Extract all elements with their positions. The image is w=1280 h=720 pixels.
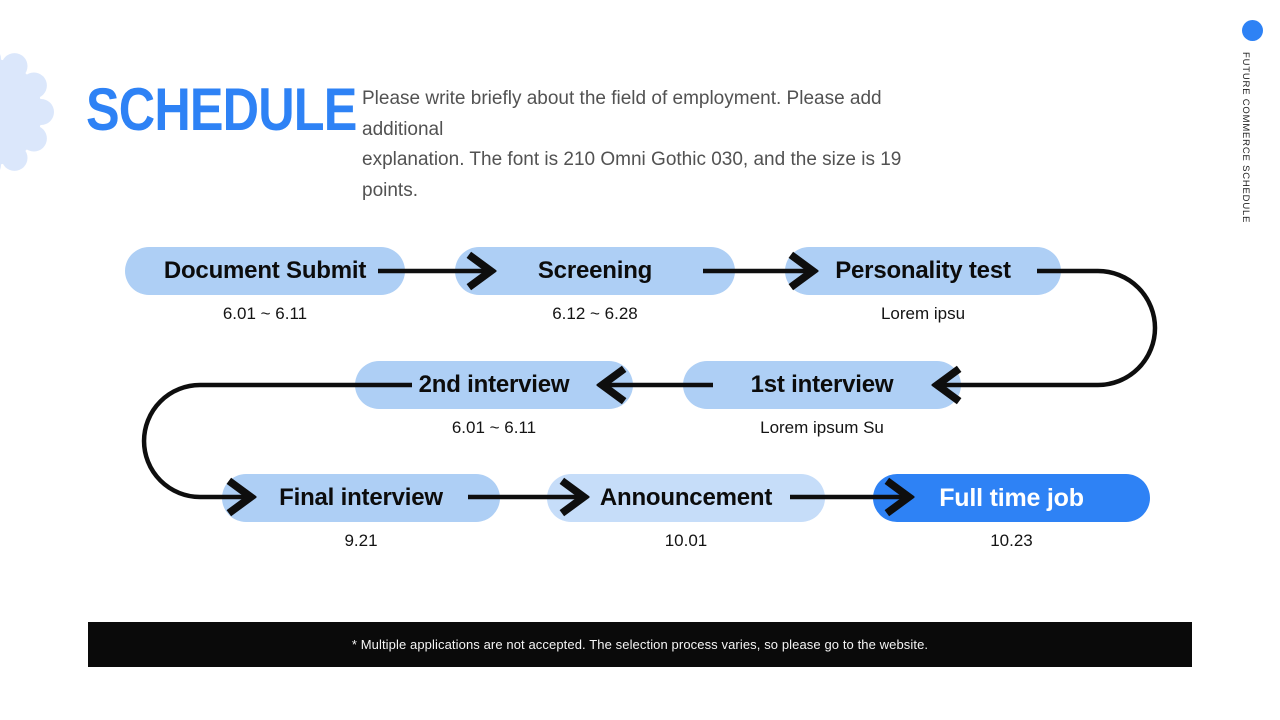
flow-step-date: 9.21 — [344, 531, 378, 550]
page-title: SCHEDULE — [86, 76, 357, 143]
flow-step-label: 1st interview — [750, 371, 894, 398]
flow-step-label: Screening — [537, 257, 653, 284]
flow-step-date: 6.01 ~ 6.11 — [451, 418, 537, 437]
flow-step-screening: Screening — [455, 247, 735, 295]
flow-step-date: Lorem ipsum Su — [760, 418, 884, 437]
description-line-2: explanation. The font is 210 Omni Gothic… — [362, 149, 902, 201]
footer-note: * Multiple applications are not accepted… — [351, 637, 929, 652]
flow-step-label: Full time job — [939, 483, 1084, 512]
flow-step-second-interview: 2nd interview — [355, 361, 633, 409]
page-description: Please write briefly about the field of … — [362, 84, 942, 206]
flow-step-label: 2nd interview — [418, 371, 570, 398]
flow-step-full-time-job: Full time job — [873, 474, 1150, 522]
flow-step-document-submit: Document Submit — [125, 247, 405, 295]
flow-step-final-interview: Final interview — [222, 474, 500, 522]
flow-step-label: Final interview — [279, 484, 443, 511]
corner-dot-decoration — [1242, 20, 1263, 41]
description-line-1: Please write briefly about the field of … — [362, 88, 882, 140]
flow-step-label: Personality test — [835, 257, 1011, 284]
flow-step-date: 6.01 ~ 6.11 — [222, 304, 308, 323]
flow-step-label: Document Submit — [163, 257, 367, 284]
flow-step-first-interview: 1st interview — [683, 361, 961, 409]
flow-step-date: 10.01 — [664, 531, 708, 550]
scalloped-blob-decoration — [0, 53, 54, 171]
flow-step-label: Announcement — [599, 484, 773, 511]
flow-step-date: Lorem ipsu — [880, 304, 966, 323]
flow-step-date: 6.12 ~ 6.28 — [552, 304, 638, 323]
flow-step-date: 10.23 — [990, 531, 1033, 550]
flow-step-personality-test: Personality test — [785, 247, 1061, 295]
flow-step-announcement: Announcement — [547, 474, 825, 522]
footer-note-bar: * Multiple applications are not accepted… — [88, 622, 1192, 667]
side-vertical-label: FUTURE COMMERCE SCHEDULE — [1240, 52, 1251, 224]
